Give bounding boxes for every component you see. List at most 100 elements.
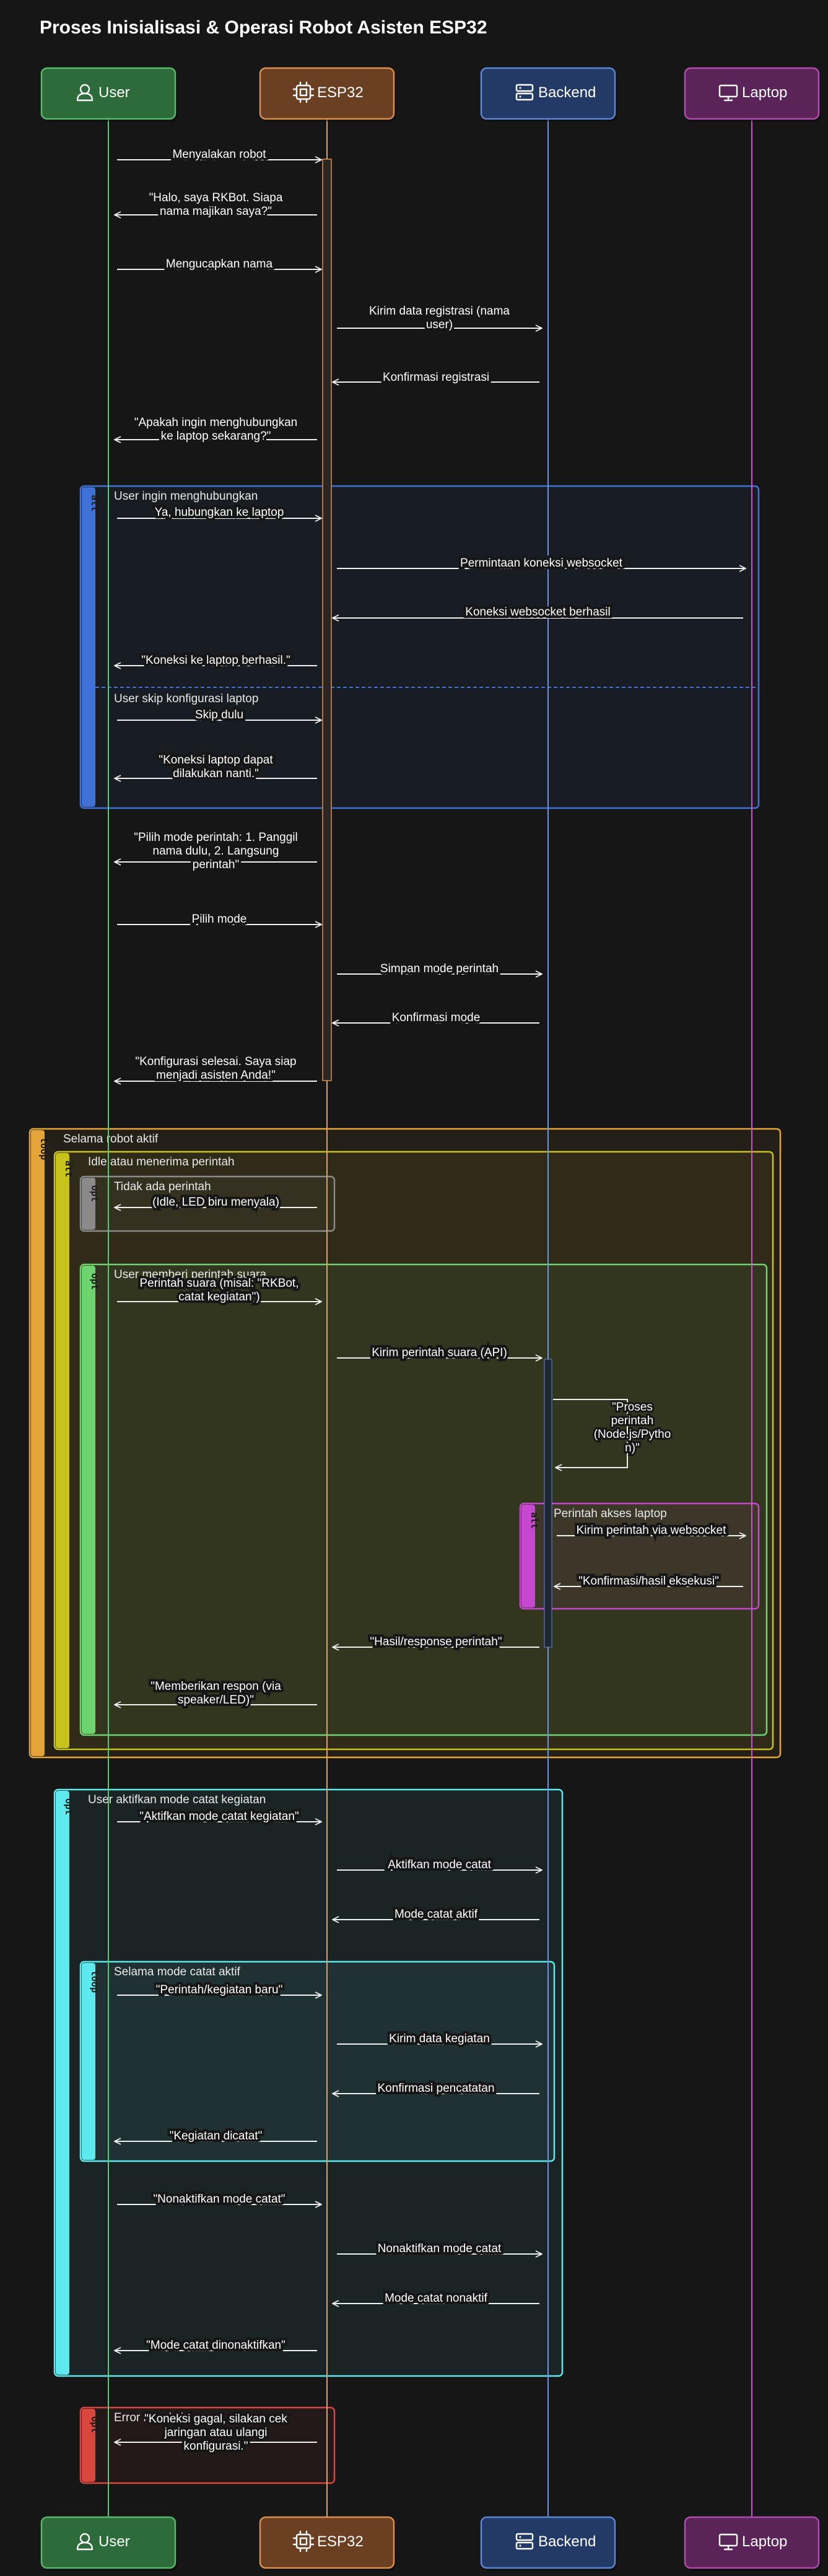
message-label: Menyalakan robot [172,148,266,161]
message-label: Mengucapkan nama [166,258,273,271]
fragment-kind-label: opt [63,1798,74,1815]
message-arrow: Kirim data kegiatan [337,2030,542,2048]
fragment-kind-label: opt [89,2416,100,2433]
message-label: menjadi asisten Anda!" [156,1069,276,1082]
message-arrow: Konfirmasi registrasi [333,368,539,386]
fragment-loop: loop Selama mode catat aktif [79,1960,556,2162]
participant-box [40,2516,176,2569]
message-label: "Koneksi laptop dapat [159,754,273,767]
message-label: Perintah suara (misal: "RKBot, [139,1277,299,1290]
message-arrow: Simpan mode perintah [337,960,542,978]
message-label: "Nonaktifkan mode catat" [153,2193,285,2206]
fragment-side-band [82,1266,95,1734]
message-label: nama majikan saya?" [160,205,272,218]
fragment-kind-label: alt [89,495,100,511]
message-label: n)" [625,1442,640,1455]
chip-icon-core [299,2537,308,2546]
participant-box [480,2516,616,2569]
fragment-box [79,2406,336,2484]
server-icon-unit [515,92,534,101]
server-icon-unit [515,84,534,92]
fragment-opt: opt User aktifkan mode catat kegiatan [53,1788,564,2377]
fragment-condition-label: Selama mode catat aktif [114,1965,241,1978]
message-arrow: Kirim perintah via websocket [557,1521,746,1539]
message-arrow: "Mode catat dinonaktifkan" [115,2336,317,2354]
message-label: konfigurasi." [184,2440,248,2453]
server-icon-unit [515,2541,534,2550]
message-arrow: "Nonaktifkan mode catat" [117,2190,321,2208]
message-label: Simpan mode perintah [380,962,499,975]
message-label: Kirim data registrasi (nama [369,305,510,318]
fragment-kind-label: opt [89,1273,100,1290]
message-arrow: Ya, hubungkan ke laptop [117,503,321,519]
message-label: Pilih mode [192,913,247,926]
message-arrow: Mengucapkan nama [117,255,321,273]
message-label: "Kegiatan dicatat" [170,2130,263,2143]
message-arrow: "Koneksi ke laptop berhasil." [115,651,317,669]
fragment-condition-label: Tidak ada perintah [114,1180,211,1193]
message-label: jaringan atau ulangi [164,2426,268,2439]
server-icon-led [519,87,521,89]
message-label: "Konfigurasi selesai. Saya siap [135,1055,296,1068]
message-arrow: Konfirmasi pencatatan [333,2079,539,2097]
message-label: Aktifkan mode catat [388,1858,492,1871]
message-label: Konfirmasi mode [392,1011,481,1024]
fragment-side-band [82,1963,95,2160]
participant-laptop-top: Laptop [684,67,821,121]
fragment-side-band [521,1505,535,1608]
participant-box [259,67,395,120]
self-message-line [553,1399,628,1468]
fragment-condition-label: User memberi perintah suara [114,1268,266,1281]
message-label: "Koneksi gagal, silakan cek [144,2413,287,2426]
participant-user-bottom: User [40,2516,177,2570]
fragment-box [79,1960,556,2162]
participant-label: ESP32 [317,2533,364,2550]
message-label: Mode catat nonaktif [385,2292,488,2305]
message-arrow: Koneksi websocket berhasil [333,603,743,619]
message-arrow: Konfirmasi mode [333,1009,539,1027]
fragment-side-band [82,1178,95,1230]
message-label: perintah [611,1414,654,1427]
fragment-side-band [56,1153,69,1748]
message-arrow: "Kegiatan dicatat" [115,2127,317,2145]
fragment-condition-label: Selama robot aktif [63,1133,159,1146]
user-icon-body [76,92,94,102]
message-label: Kirim data kegiatan [389,2032,490,2045]
chip-icon-body [295,84,312,100]
fragment-opt: opt User memberi perintah suara [79,1263,768,1736]
message-label: "Konfirmasi/hasil eksekusi" [578,1575,719,1588]
activation-bar-backend [544,1359,552,1648]
message-arrow: Skip dulu [117,706,321,724]
diagram-title: Proses Inisialisasi & Operasi Robot Asis… [40,17,487,38]
message-label: "Halo, saya RKBot. Siapa [149,191,283,204]
fragment-side-band [31,1130,45,1756]
message-arrow: Mode catat aktif [333,1905,539,1923]
participant-box [684,2516,820,2569]
server-icon-led [519,2544,521,2547]
message-arrow: Aktifkan mode catat [337,1856,542,1874]
fragment-box [28,1128,782,1759]
message-label: "Proses [612,1401,653,1414]
message-label: Mode catat aktif [394,1908,478,1921]
participant-backend-top: Backend [480,67,617,121]
message-label: (Node.js/Pytho [594,1428,671,1441]
message-label: Nonaktifkan mode catat [378,2242,502,2255]
fragment-box [79,1175,336,1232]
fragment-kind-label: loop [89,1970,100,1993]
fragment-box [79,1263,768,1736]
fragment-condition-label: User aktifkan mode catat kegiatan [88,1793,266,1806]
message-label: catat kegiatan") [178,1290,259,1303]
message-arrow: "Konfirmasi/hasil eksekusi" [554,1572,743,1590]
message-arrow: Mode catat nonaktif [333,2289,539,2307]
fragment-box [519,1502,760,1610]
participant-esp32-top: ESP32 [259,67,396,121]
chip-icon-body [295,2533,312,2549]
message-label: perintah" [193,858,239,871]
message-arrow: Permintaan koneksi websocket [337,554,746,572]
